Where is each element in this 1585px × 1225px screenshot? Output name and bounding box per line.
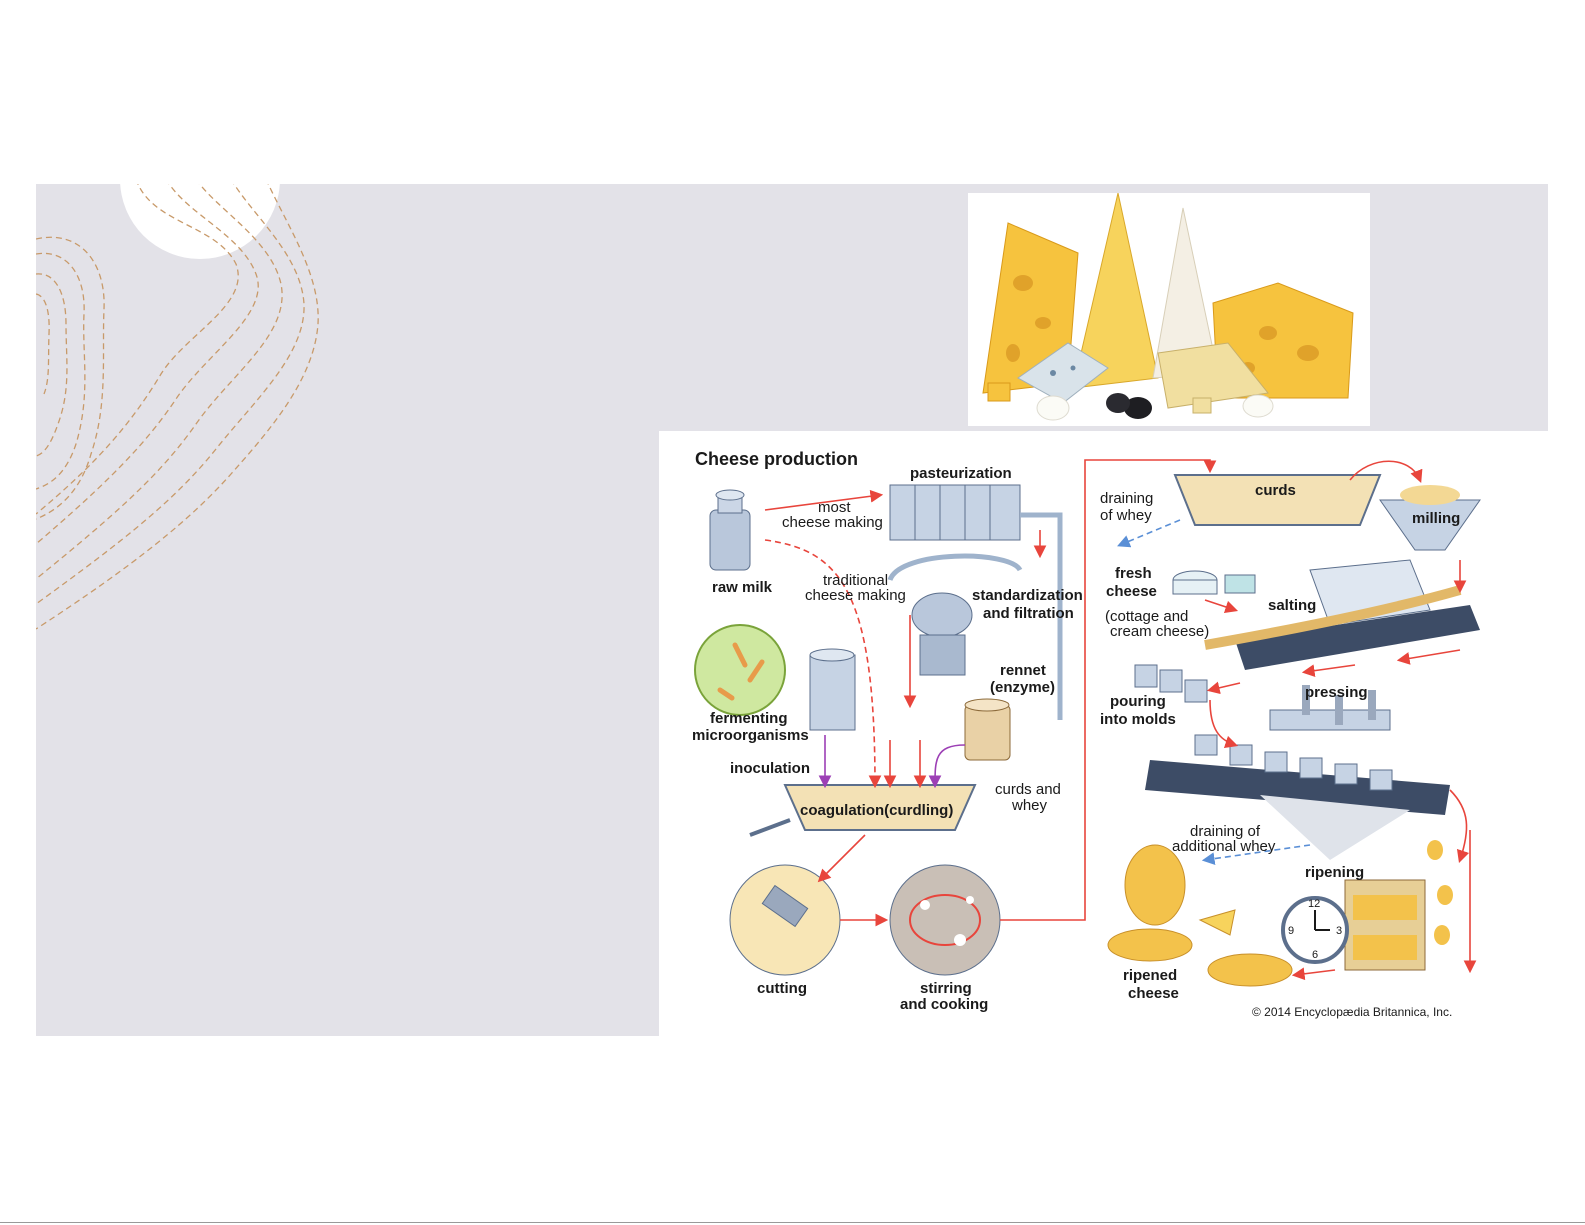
copyright-notice: © 2014 Encyclopædia Britannica, Inc. <box>1252 1005 1452 1019</box>
label-additional-whey-1: draining of <box>1190 823 1261 840</box>
culture-tank-icon <box>694 624 856 731</box>
label-cottage-2: cream cheese) <box>1110 623 1209 640</box>
label-draining-whey-2: of whey <box>1100 507 1152 524</box>
label-stirring-2: and cooking <box>900 996 988 1013</box>
label-milling: milling <box>1412 510 1460 527</box>
clock-9: 9 <box>1288 925 1294 937</box>
cheese-production-diagram: Cheese production pasteurization most ch… <box>692 449 1481 1019</box>
stirring-icon <box>889 864 1001 976</box>
milk-can-icon <box>709 489 751 571</box>
molds-icon <box>1134 664 1208 703</box>
label-standardization-1: standardization <box>972 587 1083 604</box>
label-stirring-1: stirring <box>920 980 972 997</box>
label-traditional-1: traditional <box>823 572 888 589</box>
clock-12: 12 <box>1308 898 1320 910</box>
cutting-icon <box>729 864 841 976</box>
clock-3: 3 <box>1336 925 1342 937</box>
footer-divider <box>0 1222 1585 1223</box>
rennet-jar-icon <box>964 698 1011 761</box>
press-conveyor-icon <box>1145 685 1450 860</box>
label-traditional-2: cheese making <box>805 587 906 604</box>
label-coagulation: coagulation(curdling) <box>800 802 953 819</box>
topographic-decoration <box>36 184 319 630</box>
label-cottage-1: (cottage and <box>1105 608 1188 625</box>
label-curds: curds <box>1255 482 1296 499</box>
label-raw-milk: raw milk <box>712 579 773 596</box>
fresh-cheese-icon <box>1172 570 1256 595</box>
label-fresh-cheese-2: cheese <box>1106 583 1157 600</box>
label-fresh-cheese-1: fresh <box>1115 565 1152 582</box>
label-fermenting-2: microorganisms <box>692 727 809 744</box>
label-curds-whey-2: whey <box>1011 797 1048 814</box>
curds-trough-icon <box>1173 474 1382 526</box>
ripening-shelf-icon <box>1281 879 1426 971</box>
label-curds-whey-1: curds and <box>995 781 1061 798</box>
label-standardization-2: and filtration <box>983 605 1074 622</box>
label-pouring-1: pouring <box>1110 693 1166 710</box>
label-inoculation: inoculation <box>730 760 810 777</box>
label-draining-whey-1: draining <box>1100 490 1153 507</box>
label-salting: salting <box>1268 597 1316 614</box>
label-ripened-2: cheese <box>1128 985 1179 1002</box>
label-ripened-1: ripened <box>1123 967 1177 984</box>
mill-hopper-icon <box>1379 485 1481 551</box>
label-additional-whey-2: additional whey <box>1172 838 1276 855</box>
ripened-cheese-icon <box>1107 840 1453 987</box>
pasteurizer-icon <box>889 484 1063 720</box>
label-most-1: most <box>818 499 851 516</box>
label-rennet-1: rennet <box>1000 662 1046 679</box>
separator-icon <box>887 553 1023 676</box>
cheese-assortment-photo <box>968 193 1370 426</box>
diagram-title: Cheese production <box>695 449 858 469</box>
clock-6: 6 <box>1312 949 1318 961</box>
coagulation-vat-icon <box>749 784 977 837</box>
label-pouring-2: into molds <box>1100 711 1176 728</box>
label-pressing: pressing <box>1305 684 1368 701</box>
label-fermenting-1: fermenting <box>710 710 788 727</box>
label-most-2: cheese making <box>782 514 883 531</box>
label-ripening: ripening <box>1305 864 1364 881</box>
label-pasteurization: pasteurization <box>910 465 1012 482</box>
label-cutting: cutting <box>757 980 807 997</box>
salting-conveyor-icon <box>1204 559 1480 670</box>
label-rennet-2: (enzyme) <box>990 679 1055 696</box>
